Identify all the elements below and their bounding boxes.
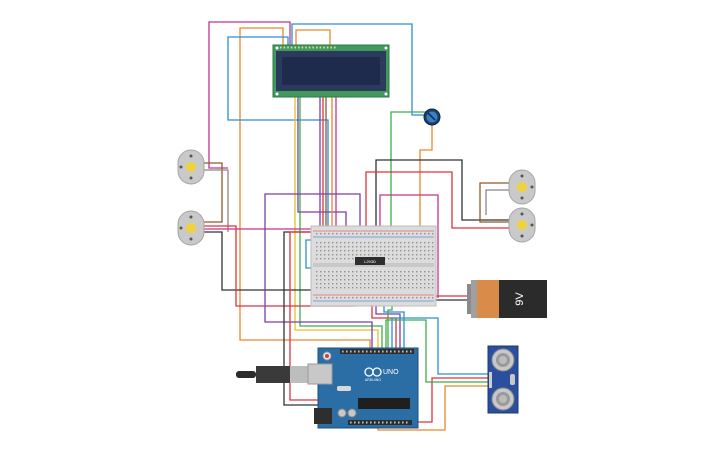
motor-left-bottom[interactable] (177, 210, 205, 246)
wire-brown-motor-right-top[interactable] (479, 182, 510, 223)
wire-blue-lcd-left[interactable] (227, 36, 329, 240)
motor-shaft (517, 182, 527, 192)
potentiometer[interactable] (423, 108, 441, 126)
battery-9v[interactable]: 9V (467, 280, 547, 318)
wire-orange-lcd[interactable] (239, 27, 371, 350)
usb-connector (290, 366, 308, 383)
wire-black-motor-left[interactable] (204, 231, 360, 291)
wire-yellow-lcd-data[interactable] (294, 96, 379, 350)
wire-orange-pot[interactable] (419, 122, 433, 232)
lcd-display[interactable] (272, 44, 390, 98)
wire-red-motor-left[interactable] (204, 225, 356, 307)
wire-green-pot[interactable] (390, 111, 426, 232)
battery-terminal (467, 284, 471, 314)
motor-shaft (517, 220, 527, 230)
usb-port (307, 363, 333, 385)
wire-green-lcd-data[interactable] (299, 96, 383, 350)
arduino-uno[interactable]: UNO ARDUINO (236, 347, 419, 429)
sensor-pins (489, 372, 492, 388)
driver-label: L293D (364, 259, 376, 264)
wire-pink-lcd-left[interactable] (208, 21, 291, 169)
wire-blue-sensor[interactable] (391, 317, 492, 375)
wire-blue-bb-arduino[interactable] (383, 300, 405, 350)
motor-right-bottom[interactable] (508, 207, 536, 243)
arduino-pins (342, 350, 412, 424)
wire-purple-left[interactable] (264, 193, 373, 350)
wire-red-motor-right[interactable] (365, 171, 510, 232)
wire-layer (204, 21, 510, 431)
arduino-brand: ARDUINO (365, 378, 381, 382)
breadboard[interactable] (310, 225, 437, 307)
motor-shaft (186, 223, 196, 233)
digital-header (340, 349, 414, 354)
motor-driver-chip[interactable]: L293D (355, 257, 385, 265)
motor-right-top[interactable] (508, 169, 536, 205)
ultrasonic-sensor[interactable] (487, 345, 519, 414)
power-analog-header (348, 420, 412, 425)
lcd-screen (282, 57, 380, 85)
wire-orange-lcd-top[interactable] (295, 29, 331, 48)
lcd-header-pins (280, 46, 336, 49)
wire-red-bb-arduino[interactable] (371, 300, 397, 350)
wire-pink-motor-left[interactable] (204, 228, 316, 240)
wire-black-motor-right[interactable] (375, 159, 510, 232)
wire-pink-breadboard-right[interactable] (379, 194, 439, 298)
breadboard-holes (316, 233, 434, 299)
motor-shaft (186, 162, 196, 172)
arduino-model: UNO (383, 369, 399, 376)
wire-gray-motor-left[interactable] (204, 169, 229, 232)
usb-cable (236, 371, 256, 378)
atmega-chip (358, 398, 410, 409)
wire-green-sensor[interactable] (385, 319, 492, 383)
battery-label: 9V (514, 292, 526, 306)
power-jack (314, 408, 332, 424)
wire-brown-motor-left-top[interactable] (204, 162, 223, 223)
wire-gray-motor-right[interactable] (485, 189, 510, 215)
wire-purple-lcd-data[interactable] (297, 96, 347, 239)
motor-left-top[interactable] (177, 149, 205, 185)
wire-blue-lcd-pot[interactable] (291, 23, 426, 116)
